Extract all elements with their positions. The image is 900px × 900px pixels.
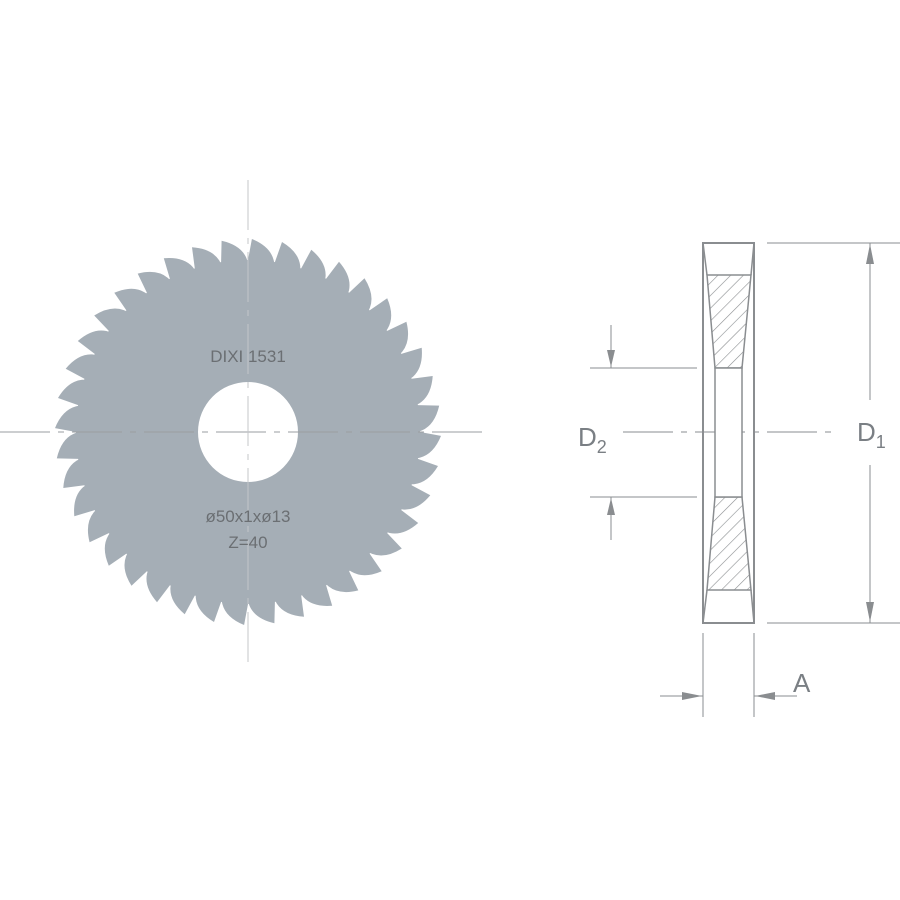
blade-teeth-label: Z=40 bbox=[228, 533, 267, 552]
blade-side-view bbox=[590, 242, 900, 717]
blade-brand-label: DIXI 1531 bbox=[210, 347, 286, 366]
a-dimension bbox=[660, 633, 797, 717]
bore-section bbox=[714, 367, 743, 498]
blade-size-label: ø50x1xø13 bbox=[205, 507, 290, 526]
lower-hatched-section bbox=[706, 496, 752, 591]
d1-label: D1 bbox=[857, 417, 886, 452]
blade-outline bbox=[702, 242, 755, 624]
d1-dimension bbox=[767, 242, 900, 624]
blade-front-view: DIXI 1531 ø50x1xø13 Z=40 bbox=[0, 180, 490, 670]
a-label: A bbox=[793, 668, 811, 698]
d2-dimension bbox=[590, 325, 697, 540]
upper-hatched-section bbox=[706, 274, 752, 369]
saw-blade-body bbox=[55, 239, 441, 625]
d2-label: D2 bbox=[578, 422, 607, 457]
